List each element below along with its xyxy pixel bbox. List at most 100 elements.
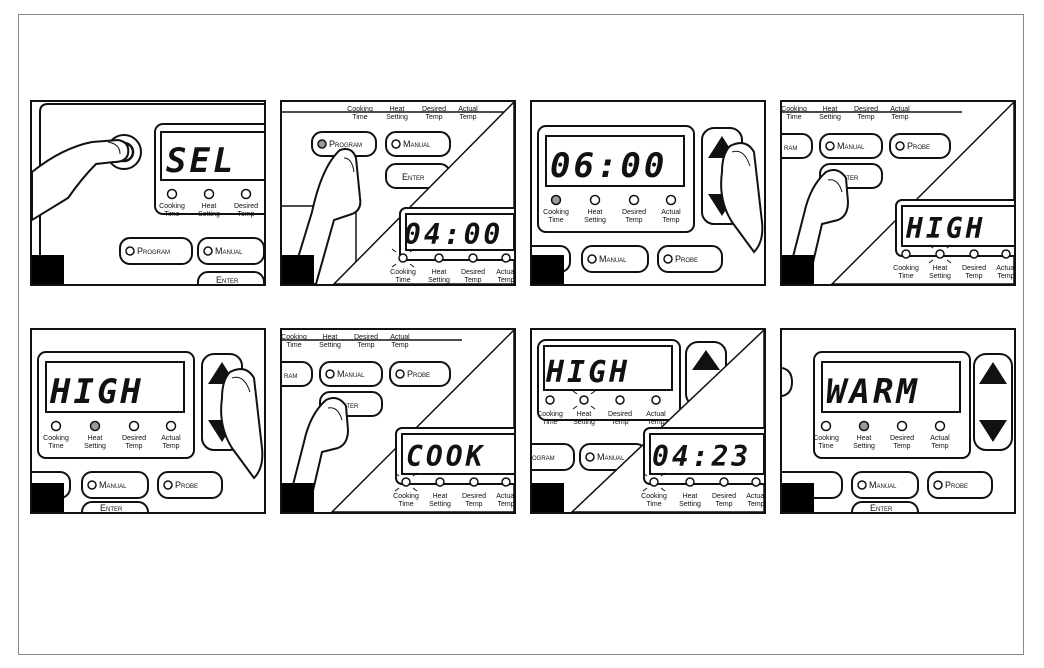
program-led (125, 246, 135, 256)
label-cooking: Cooking (282, 334, 307, 341)
pressing-finger-icon (288, 148, 362, 284)
program-button[interactable] (282, 361, 313, 387)
lcd-screen (545, 135, 685, 187)
manual-button[interactable] (197, 237, 264, 265)
label-desired: Desired (462, 493, 486, 500)
manual-button[interactable] (819, 133, 883, 159)
enter-button[interactable] (851, 501, 919, 512)
probe-button[interactable] (927, 471, 993, 499)
display-readout: 04:00 (404, 218, 503, 251)
led-flash-rays-icon (394, 472, 418, 492)
step-panel-4: Cooking Time Heat Setting Desired Temp A… (780, 100, 1016, 286)
step-1-illustration: SEL Cooking Time Heat Setting Desired Te… (32, 103, 264, 284)
led-actual-temp (665, 194, 677, 206)
enter-button[interactable] (81, 501, 149, 512)
step-2-illustration: Cooking Time Heat Setting Desired Temp A… (282, 102, 514, 284)
led-actual-temp (751, 477, 761, 487)
up-arrow-icon[interactable] (692, 350, 720, 370)
step-panel-8: WARM Cooking Time Heat Setting Desired T… (780, 328, 1016, 514)
label-setting: Setting (679, 501, 701, 508)
led-desired-temp (719, 477, 729, 487)
label-time: Time (395, 277, 410, 284)
label-setting: Setting (819, 114, 841, 121)
label-temp: Temp (357, 342, 374, 349)
probe-label: Probe (407, 369, 430, 379)
label-cooking: Cooking (537, 411, 563, 418)
enter-button[interactable] (197, 271, 264, 284)
pressing-finger-icon (720, 142, 764, 254)
lcd-screen (821, 361, 961, 413)
led-heat-setting (435, 477, 445, 487)
label-cooking: Cooking (813, 435, 839, 442)
lcd-screen (45, 361, 185, 413)
led-heat-setting (434, 253, 444, 263)
probe-button[interactable] (389, 361, 451, 387)
label-actual: Actual (746, 493, 764, 500)
probe-label: Probe (675, 254, 698, 264)
label-cooking: Cooking (393, 493, 419, 500)
step-number-box (32, 483, 64, 512)
led-actual-temp (501, 253, 511, 263)
probe-led (395, 369, 405, 379)
manual-button[interactable] (81, 471, 149, 499)
led-flash-rays-icon (391, 248, 415, 268)
label-actual: Actual (161, 435, 181, 442)
manual-led (325, 369, 335, 379)
program-led-lit (317, 139, 327, 149)
down-arrow-icon[interactable] (979, 420, 1007, 442)
manual-button[interactable] (385, 131, 451, 157)
manual-label: Manual (869, 480, 897, 490)
enter-label: Enter (836, 172, 859, 182)
led-desired-temp (240, 188, 252, 200)
led-cooking-time (545, 395, 555, 405)
label-cooking: Cooking (159, 203, 185, 210)
step-panel-7: HIGH Cooking Time Heat Setting Desired T… (530, 328, 766, 514)
label-desired: Desired (962, 265, 986, 272)
probe-led (895, 141, 905, 151)
label-desired: Desired (608, 411, 632, 418)
led-heat-setting-flashing (935, 249, 945, 259)
label-heat: Heat (857, 435, 872, 442)
led-cooking-time-flashing (649, 477, 659, 487)
program-button[interactable] (119, 237, 193, 265)
step-panel-6: Cooking Time Heat Setting Desired Temp A… (280, 328, 516, 514)
label-actual-temp: Temp (891, 114, 908, 121)
program-button[interactable] (532, 443, 575, 471)
label-actual-temp: Temp (662, 217, 679, 224)
label-setting: Setting (584, 217, 606, 224)
manual-label: Manual (403, 139, 431, 149)
program-button[interactable] (782, 133, 813, 159)
manual-button[interactable] (319, 361, 383, 387)
fingernail-line (731, 150, 751, 167)
manual-label: Manual (599, 254, 627, 264)
manual-led (825, 141, 835, 151)
lcd-screen (401, 433, 514, 475)
step-5-illustration: HIGH Cooking Time Heat Setting Desired T… (32, 351, 264, 512)
led-cooking-time (166, 188, 178, 200)
probe-label: Probe (945, 480, 968, 490)
label-heat: Heat (577, 411, 592, 418)
manual-button[interactable] (851, 471, 919, 499)
label-desired: Desired (122, 435, 146, 442)
label-actual-temp: Temp (497, 277, 514, 284)
enter-label: Enter (870, 503, 893, 512)
probe-button[interactable] (889, 133, 951, 159)
probe-button[interactable] (157, 471, 223, 499)
label-heat: Heat (823, 106, 838, 113)
label-desired: Desired (234, 203, 258, 210)
probe-button[interactable] (657, 245, 723, 273)
manual-button[interactable] (581, 245, 649, 273)
enter-label: Enter (402, 172, 425, 182)
step-number-box (282, 483, 314, 512)
display-readout: HIGH (545, 355, 630, 390)
led-actual-temp (651, 395, 661, 405)
display-readout: 06:00 (550, 146, 667, 186)
label-cooking: Cooking (782, 106, 807, 113)
label-setting: Setting (319, 342, 341, 349)
label-time: Time (286, 342, 301, 349)
step-7-illustration: HIGH Cooking Time Heat Setting Desired T… (532, 330, 764, 512)
label-temp: Temp (125, 443, 142, 450)
manual-led (87, 480, 97, 490)
appliance-body-edge (39, 103, 264, 284)
up-arrow-icon[interactable] (979, 362, 1007, 384)
